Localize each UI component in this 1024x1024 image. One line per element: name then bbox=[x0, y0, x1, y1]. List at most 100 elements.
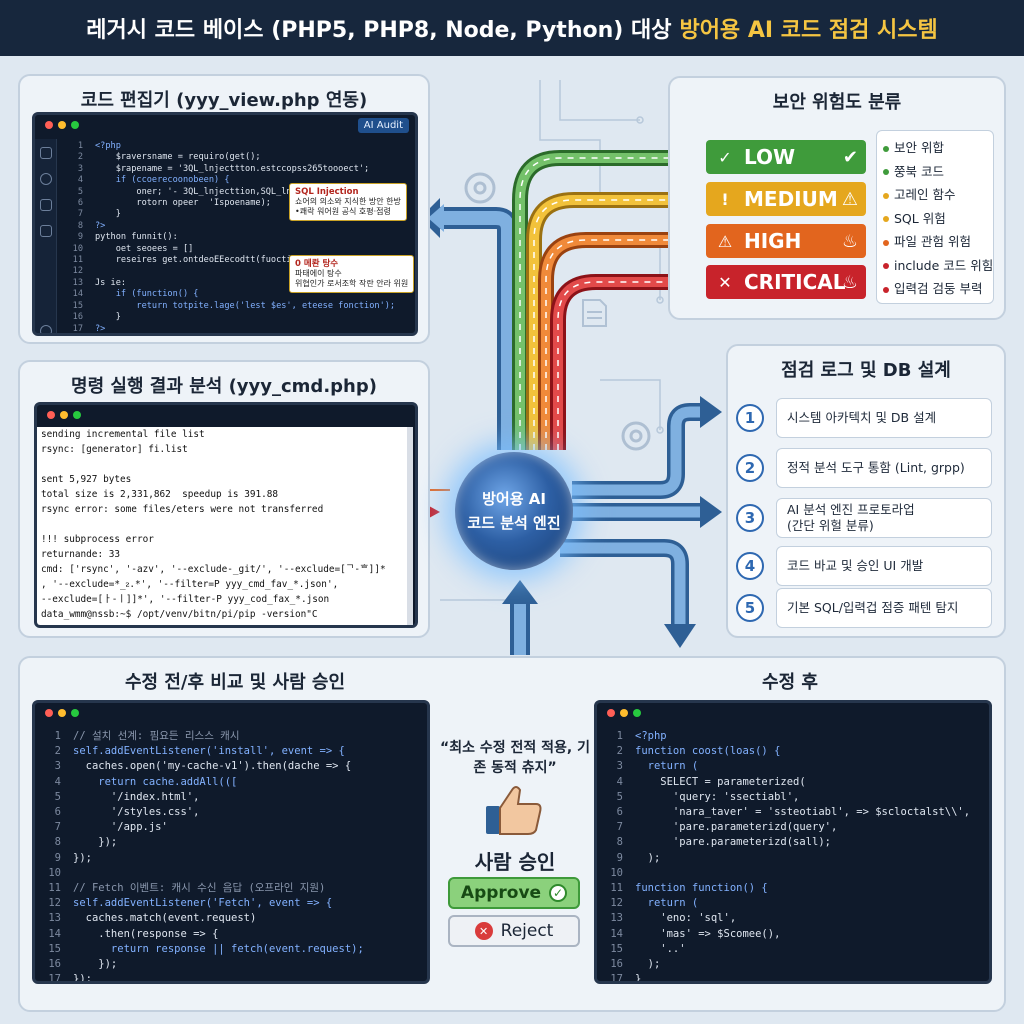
terminal-line: total size is 2,331,862 speedup is 391.8… bbox=[41, 489, 279, 500]
flow-arrows bbox=[340, 144, 722, 830]
line-text: 'pare.parameterizd(sall); bbox=[635, 836, 831, 849]
flame-icon: ♨ bbox=[841, 230, 858, 252]
line-number: 4 bbox=[616, 775, 623, 788]
close-dot[interactable] bbox=[45, 709, 53, 717]
settings-icon[interactable] bbox=[40, 325, 52, 333]
risk-level-critical: ✕CRITICAL♨ bbox=[706, 265, 866, 299]
close-dot[interactable] bbox=[45, 121, 53, 129]
risk-level-label: MEDIUM bbox=[744, 187, 838, 211]
line-text: ); bbox=[635, 958, 661, 971]
before-title: 수정 전/후 비교 및 사람 승인 bbox=[124, 672, 346, 693]
step-text: 시스템 아카텍치 및 DB 설계 bbox=[787, 410, 936, 426]
line-text: 'mas' => $Scomee(), bbox=[635, 927, 781, 940]
line-number: 11 bbox=[72, 255, 83, 266]
minimize-dot[interactable] bbox=[620, 709, 628, 717]
close-dot[interactable] bbox=[607, 709, 615, 717]
line-number: 13 bbox=[72, 277, 83, 288]
close-icon: ✕ bbox=[474, 922, 493, 940]
line-number: 7 bbox=[77, 209, 83, 220]
risk-item-label: 보안 위합 bbox=[894, 140, 944, 155]
line-text: self.addEventListener('install', event =… bbox=[73, 745, 345, 758]
arrow-critical bbox=[550, 274, 680, 450]
step-line1: 기본 SQL/입력겁 점증 패텐 탐지 bbox=[787, 600, 959, 615]
step-line2: (간단 위헐 분류) bbox=[787, 518, 874, 533]
minimize-dot[interactable] bbox=[58, 709, 66, 717]
risk-level-medium: !MEDIUM⚠ bbox=[706, 182, 866, 216]
minimize-dot[interactable] bbox=[58, 121, 66, 129]
close-dot[interactable] bbox=[47, 411, 55, 419]
line-number: 16 bbox=[48, 958, 61, 971]
line-number: 16 bbox=[72, 312, 83, 323]
line-number: 3 bbox=[54, 760, 61, 773]
git-branch-icon[interactable] bbox=[40, 199, 52, 211]
step-number: 4 bbox=[736, 552, 764, 580]
code-line: 5 '/index.html', bbox=[39, 790, 364, 805]
step-box: 정적 분석 도구 통함 (Lint, grpp) bbox=[776, 448, 992, 488]
terminal-scrollbar[interactable] bbox=[407, 427, 413, 625]
log-panel-title: 점검 로그 및 DB 설계 bbox=[781, 360, 951, 381]
line-number: 8 bbox=[77, 220, 83, 231]
maximize-dot[interactable] bbox=[71, 709, 79, 717]
approve-button[interactable]: Approve ✓ bbox=[448, 877, 580, 909]
line-number: 12 bbox=[610, 897, 623, 910]
risk-lead-icon: ⚠ bbox=[717, 231, 733, 251]
reject-button[interactable]: ✕ Reject bbox=[448, 915, 580, 947]
line-text: } bbox=[635, 973, 642, 984]
code-line: 6 rotorn opeer 'Ispoename); bbox=[61, 198, 395, 209]
line-text: $rapename = '3QL_lnjecttton.estccopss265… bbox=[95, 163, 370, 174]
line-number: 2 bbox=[54, 745, 61, 758]
risk-level-label: LOW bbox=[744, 145, 796, 169]
sql-injection-popup-title: SQL Injection bbox=[295, 187, 359, 197]
line-number: 6 bbox=[77, 198, 83, 209]
bullet-icon bbox=[883, 239, 889, 246]
line-number: 17 bbox=[48, 973, 61, 984]
line-number: 2 bbox=[616, 745, 623, 758]
line-text: ?> bbox=[95, 323, 106, 334]
risk-function-popup-line1: 파태에이 탕수 bbox=[295, 269, 342, 278]
search-icon[interactable] bbox=[40, 173, 52, 185]
maximize-dot[interactable] bbox=[73, 411, 81, 419]
code-line: 14 'mas' => $Scomee(), bbox=[601, 927, 970, 942]
line-number: 11 bbox=[48, 882, 61, 895]
maximize-dot[interactable] bbox=[71, 121, 79, 129]
code-line: 14 if (function() { bbox=[61, 289, 395, 300]
code-line: 15 '..' bbox=[601, 942, 970, 957]
line-text: return ( bbox=[635, 897, 699, 910]
run-icon[interactable] bbox=[40, 225, 52, 237]
line-text: return cache.addAll(([ bbox=[73, 775, 238, 788]
code-line: 11 reseires get.ontdeoEEecodtt(fuoction(… bbox=[61, 255, 395, 266]
files-icon[interactable] bbox=[40, 147, 52, 159]
risk-lead-icon: ✓ bbox=[718, 147, 732, 167]
editor-panel-title: 코드 편집기 (yyy_view.php 연동) bbox=[80, 90, 368, 111]
line-number: 15 bbox=[610, 942, 623, 955]
line-number: 10 bbox=[610, 866, 623, 879]
check-icon: ✓ bbox=[549, 884, 568, 902]
step-number: 2 bbox=[736, 454, 764, 482]
line-text: }); bbox=[73, 836, 118, 849]
risk-item: 고레인 함수 bbox=[883, 184, 955, 203]
maximize-dot[interactable] bbox=[633, 709, 641, 717]
window-controls bbox=[45, 121, 79, 129]
line-number: 15 bbox=[48, 942, 61, 955]
risk-level-low: ✓LOW✔ bbox=[706, 140, 866, 174]
minimize-dot[interactable] bbox=[60, 411, 68, 419]
line-number: 5 bbox=[616, 790, 623, 803]
reject-button-label: Reject bbox=[500, 921, 554, 941]
cmd-panel: 명령 실행 결과 분석 (yyy_cmd.php) sending increm… bbox=[18, 360, 430, 638]
ai-audit-button[interactable]: AI Audit bbox=[357, 118, 409, 133]
ai-engine: 방어용 AI 코드 분석 엔진 bbox=[455, 452, 573, 570]
line-text: 'pare.parameterizd(query', bbox=[635, 821, 838, 834]
terminal-line: cmd: ['rsync', '-azv', '--exclude-_git/'… bbox=[41, 564, 386, 575]
risk-function-popup-title: 0 메롼 탕수 bbox=[295, 259, 339, 269]
risk-lead-icon: ✕ bbox=[718, 272, 732, 292]
terminal-line: rsync: [generator] fi.list bbox=[41, 444, 188, 455]
line-number: 14 bbox=[72, 289, 83, 300]
